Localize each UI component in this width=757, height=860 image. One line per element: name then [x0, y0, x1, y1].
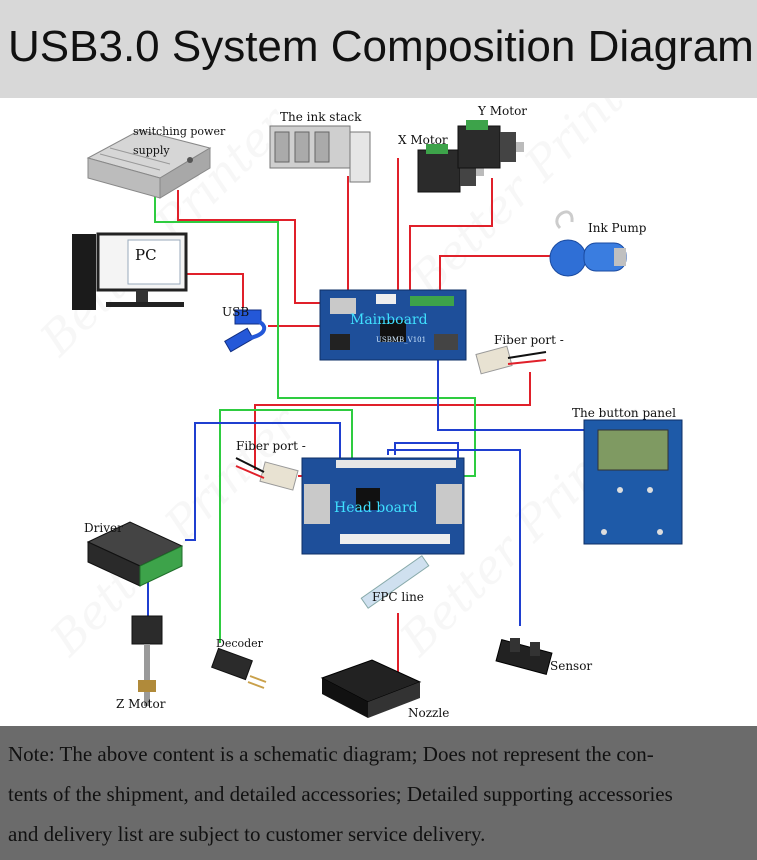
decoder	[211, 647, 267, 689]
wire-headboard-right	[394, 442, 459, 470]
label-fiber-port-top: Fiber port -	[494, 333, 564, 347]
label-mainboard-code: USBMB_V101	[376, 336, 426, 344]
z-motor	[131, 615, 163, 706]
label-y-motor: Y Motor	[477, 104, 527, 118]
label-supply: supply	[133, 144, 170, 157]
note-line-3: and delivery list are subject to custome…	[8, 822, 486, 846]
mainboard	[319, 289, 467, 361]
fiber-port-top	[475, 345, 547, 375]
label-switching-power: switching power	[133, 125, 226, 138]
y-motor	[457, 120, 524, 169]
label-driver: Driver	[84, 521, 123, 535]
green-wires	[154, 193, 476, 643]
note-text: Note: The above content is a schematic d…	[8, 734, 750, 854]
blue-wires	[147, 360, 600, 626]
note-banner: Note: The above content is a schematic d…	[0, 726, 757, 860]
wire-ymotor-to-mainboard	[409, 178, 493, 298]
label-head-board: Head board	[334, 500, 418, 516]
label-pc: PC	[135, 246, 157, 264]
switching-power-supply	[86, 129, 212, 199]
wire-headboard-to-sensor	[387, 449, 521, 626]
head-board	[301, 457, 465, 555]
wire-pump-to-mainboard	[439, 255, 565, 298]
label-decoder: Decoder	[216, 637, 264, 650]
label-nozzle: Nozzle	[408, 706, 449, 720]
wire-pc-to-usb	[178, 273, 244, 308]
driver	[86, 521, 184, 587]
label-fpc-line: FPC line	[372, 590, 424, 604]
x-motor	[417, 144, 484, 193]
ink-stack	[269, 125, 371, 183]
usb-cable	[224, 309, 267, 353]
label-ink-pump: Ink Pump	[588, 221, 647, 235]
label-x-motor: X Motor	[398, 133, 448, 147]
red-wires	[177, 158, 565, 673]
sensor	[495, 638, 553, 675]
button-panel	[583, 419, 683, 545]
label-sensor: Sensor	[550, 659, 592, 673]
wire-power-to-headboard	[154, 193, 476, 477]
pc	[72, 232, 188, 310]
wire-mainboard-to-buttonpanel	[437, 360, 600, 431]
wire-fiber-loop	[254, 372, 531, 470]
wire-decoder-to-headboard	[219, 409, 353, 643]
nozzle	[320, 659, 422, 718]
ink-pump	[549, 210, 627, 277]
label-fiber-port-left: Fiber port -	[236, 439, 306, 453]
wire-driver-to-headboard	[185, 422, 341, 541]
title-banner: USB3.0 System Composition Diagram	[0, 0, 757, 98]
label-mainboard: Mainboard	[350, 312, 428, 328]
watermark-text-3: Better Printer	[39, 394, 311, 666]
note-line-1: Note: The above content is a schematic d…	[8, 742, 654, 766]
label-button-panel: The button panel	[572, 406, 676, 420]
label-z-motor: Z Motor	[116, 697, 166, 711]
page-title: USB3.0 System Composition Diagram	[8, 22, 754, 71]
wire-power-to-mainboard	[177, 190, 335, 304]
fiber-port-left	[235, 457, 299, 491]
label-ink-stack: The ink stack	[280, 110, 362, 124]
label-usb: USB	[222, 305, 249, 319]
fpc-line	[360, 555, 430, 609]
system-diagram: Better Printer Better Printer Better Pri…	[0, 34, 757, 726]
note-line-2: tents of the shipment, and detailed acce…	[8, 782, 673, 806]
